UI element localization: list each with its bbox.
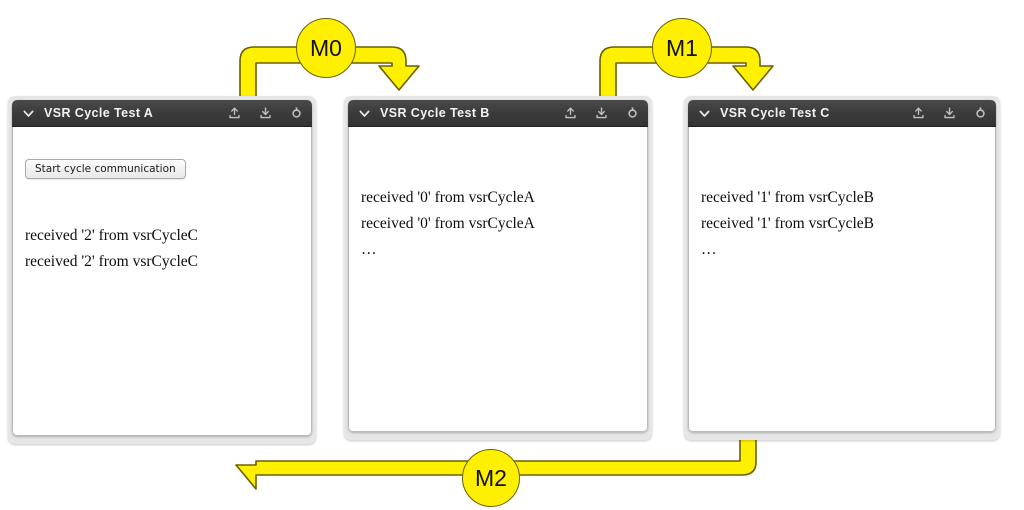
panel-b-titlebar[interactable]: VSR Cycle Test B (348, 100, 648, 127)
panel-vsr-cycle-test-a: VSR Cycle Test A (8, 96, 316, 444)
gear-icon[interactable] (626, 106, 639, 120)
download-icon[interactable] (943, 107, 956, 120)
upload-icon[interactable] (228, 107, 241, 120)
message-badge-m0-label: M0 (310, 34, 342, 61)
panel-vsr-cycle-test-b: VSR Cycle Test B (344, 96, 652, 440)
panel-b-title: VSR Cycle Test B (380, 106, 490, 120)
panel-a-titlebar[interactable]: VSR Cycle Test A (12, 100, 312, 127)
download-icon[interactable] (595, 107, 608, 120)
gear-icon[interactable] (290, 106, 303, 120)
log-line: received '2' from vsrCycleC (25, 227, 199, 244)
gear-icon[interactable] (974, 106, 987, 120)
panel-b-titlebar-icons (564, 106, 639, 120)
panel-c-titlebar[interactable]: VSR Cycle Test C (688, 100, 996, 127)
message-badge-m2-label: M2 (475, 464, 507, 491)
chevron-down-icon[interactable] (698, 107, 711, 120)
panel-a-log: received '2' from vsrCycleC received '2'… (25, 223, 303, 275)
log-line: received '0' from vsrCycleA (361, 215, 535, 232)
chevron-down-icon[interactable] (358, 107, 371, 120)
panel-b-inner: VSR Cycle Test B (348, 100, 648, 432)
log-line: received '1' from vsrCycleB (701, 215, 875, 232)
panel-a-titlebar-icons (228, 106, 303, 120)
panel-a-title: VSR Cycle Test A (44, 106, 154, 120)
panel-a-body: Start cycle communication received '2' f… (12, 127, 312, 436)
panel-a-inner: VSR Cycle Test A (12, 100, 312, 436)
message-badge-m0[interactable]: M0 (296, 18, 356, 78)
download-icon[interactable] (259, 107, 272, 120)
panel-b-log: received '0' from vsrCycleA received '0'… (361, 185, 639, 263)
message-badge-m1[interactable]: M1 (652, 18, 712, 78)
panel-vsr-cycle-test-c: VSR Cycle Test C (684, 96, 1000, 440)
panel-c-titlebar-icons (912, 106, 987, 120)
panel-c-log: received '1' from vsrCycleB received '1'… (701, 185, 987, 263)
panel-c-inner: VSR Cycle Test C (688, 100, 996, 432)
panel-b-body: received '0' from vsrCycleA received '0'… (348, 127, 648, 432)
upload-icon[interactable] (564, 107, 577, 120)
log-line: received '2' from vsrCycleC (25, 253, 199, 270)
log-line: … (361, 241, 379, 258)
message-badge-m1-label: M1 (666, 34, 698, 61)
panel-c-body: received '1' from vsrCycleB received '1'… (688, 127, 996, 432)
log-line: … (701, 241, 719, 258)
message-badge-m2[interactable]: M2 (462, 449, 520, 507)
start-cycle-communication-button[interactable]: Start cycle communication (25, 159, 186, 179)
upload-icon[interactable] (912, 107, 925, 120)
chevron-down-icon[interactable] (22, 107, 35, 120)
log-line: received '1' from vsrCycleB (701, 189, 875, 206)
log-line: received '0' from vsrCycleA (361, 189, 535, 206)
panel-c-title: VSR Cycle Test C (720, 106, 830, 120)
